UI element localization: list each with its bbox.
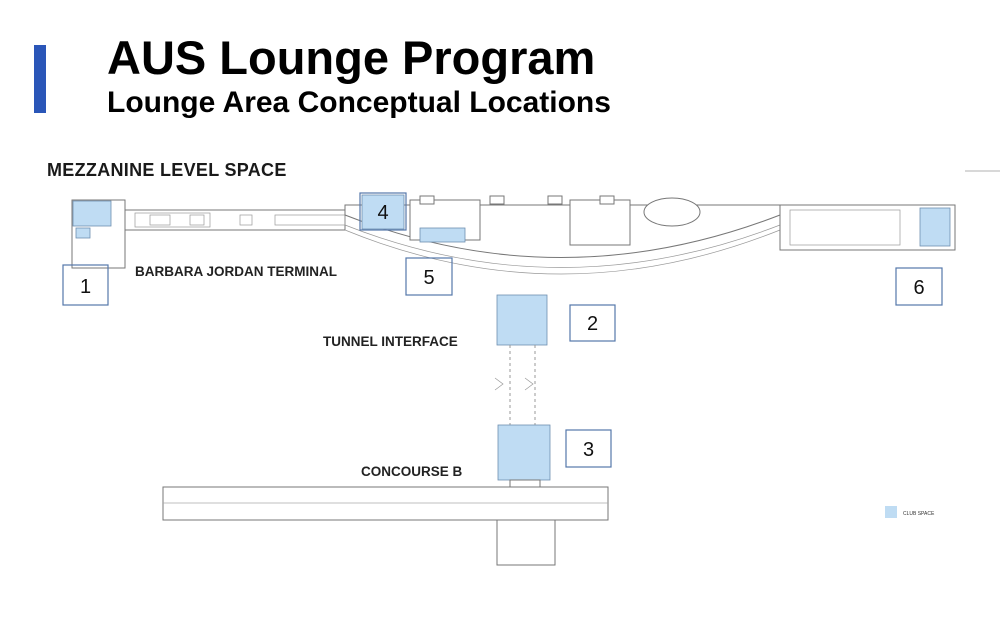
svg-text:3: 3 [583, 439, 594, 461]
terminal-plan [71, 195, 956, 275]
location-5[interactable]: 5 [405, 257, 453, 296]
svg-text:1: 1 [80, 276, 91, 298]
accent-bar [34, 45, 46, 113]
tunnel-label: TUNNEL INTERFACE [323, 334, 458, 349]
legend-label: CLUB SPACE [903, 511, 935, 517]
concourse-plan [162, 294, 609, 566]
section-label: MEZZANINE LEVEL SPACE [47, 160, 287, 180]
location-2[interactable]: 2 [569, 304, 616, 342]
club-space-4 [361, 194, 405, 230]
svg-text:4: 4 [377, 202, 388, 224]
slide-subtitle: Lounge Area Conceptual Locations [107, 86, 611, 119]
terminal-label: BARBARA JORDAN TERMINAL [135, 264, 337, 279]
legend-swatch [885, 506, 897, 518]
location-1[interactable]: 1 [62, 264, 109, 306]
concourse-label: CONCOURSE B [361, 464, 463, 479]
svg-text:5: 5 [423, 267, 434, 289]
location-4[interactable]: 4 [359, 192, 407, 231]
slide-title: AUS Lounge Program [107, 31, 596, 84]
location-6[interactable]: 6 [895, 267, 943, 306]
svg-text:2: 2 [587, 313, 598, 335]
svg-text:6: 6 [913, 277, 924, 299]
location-3[interactable]: 3 [565, 429, 612, 468]
